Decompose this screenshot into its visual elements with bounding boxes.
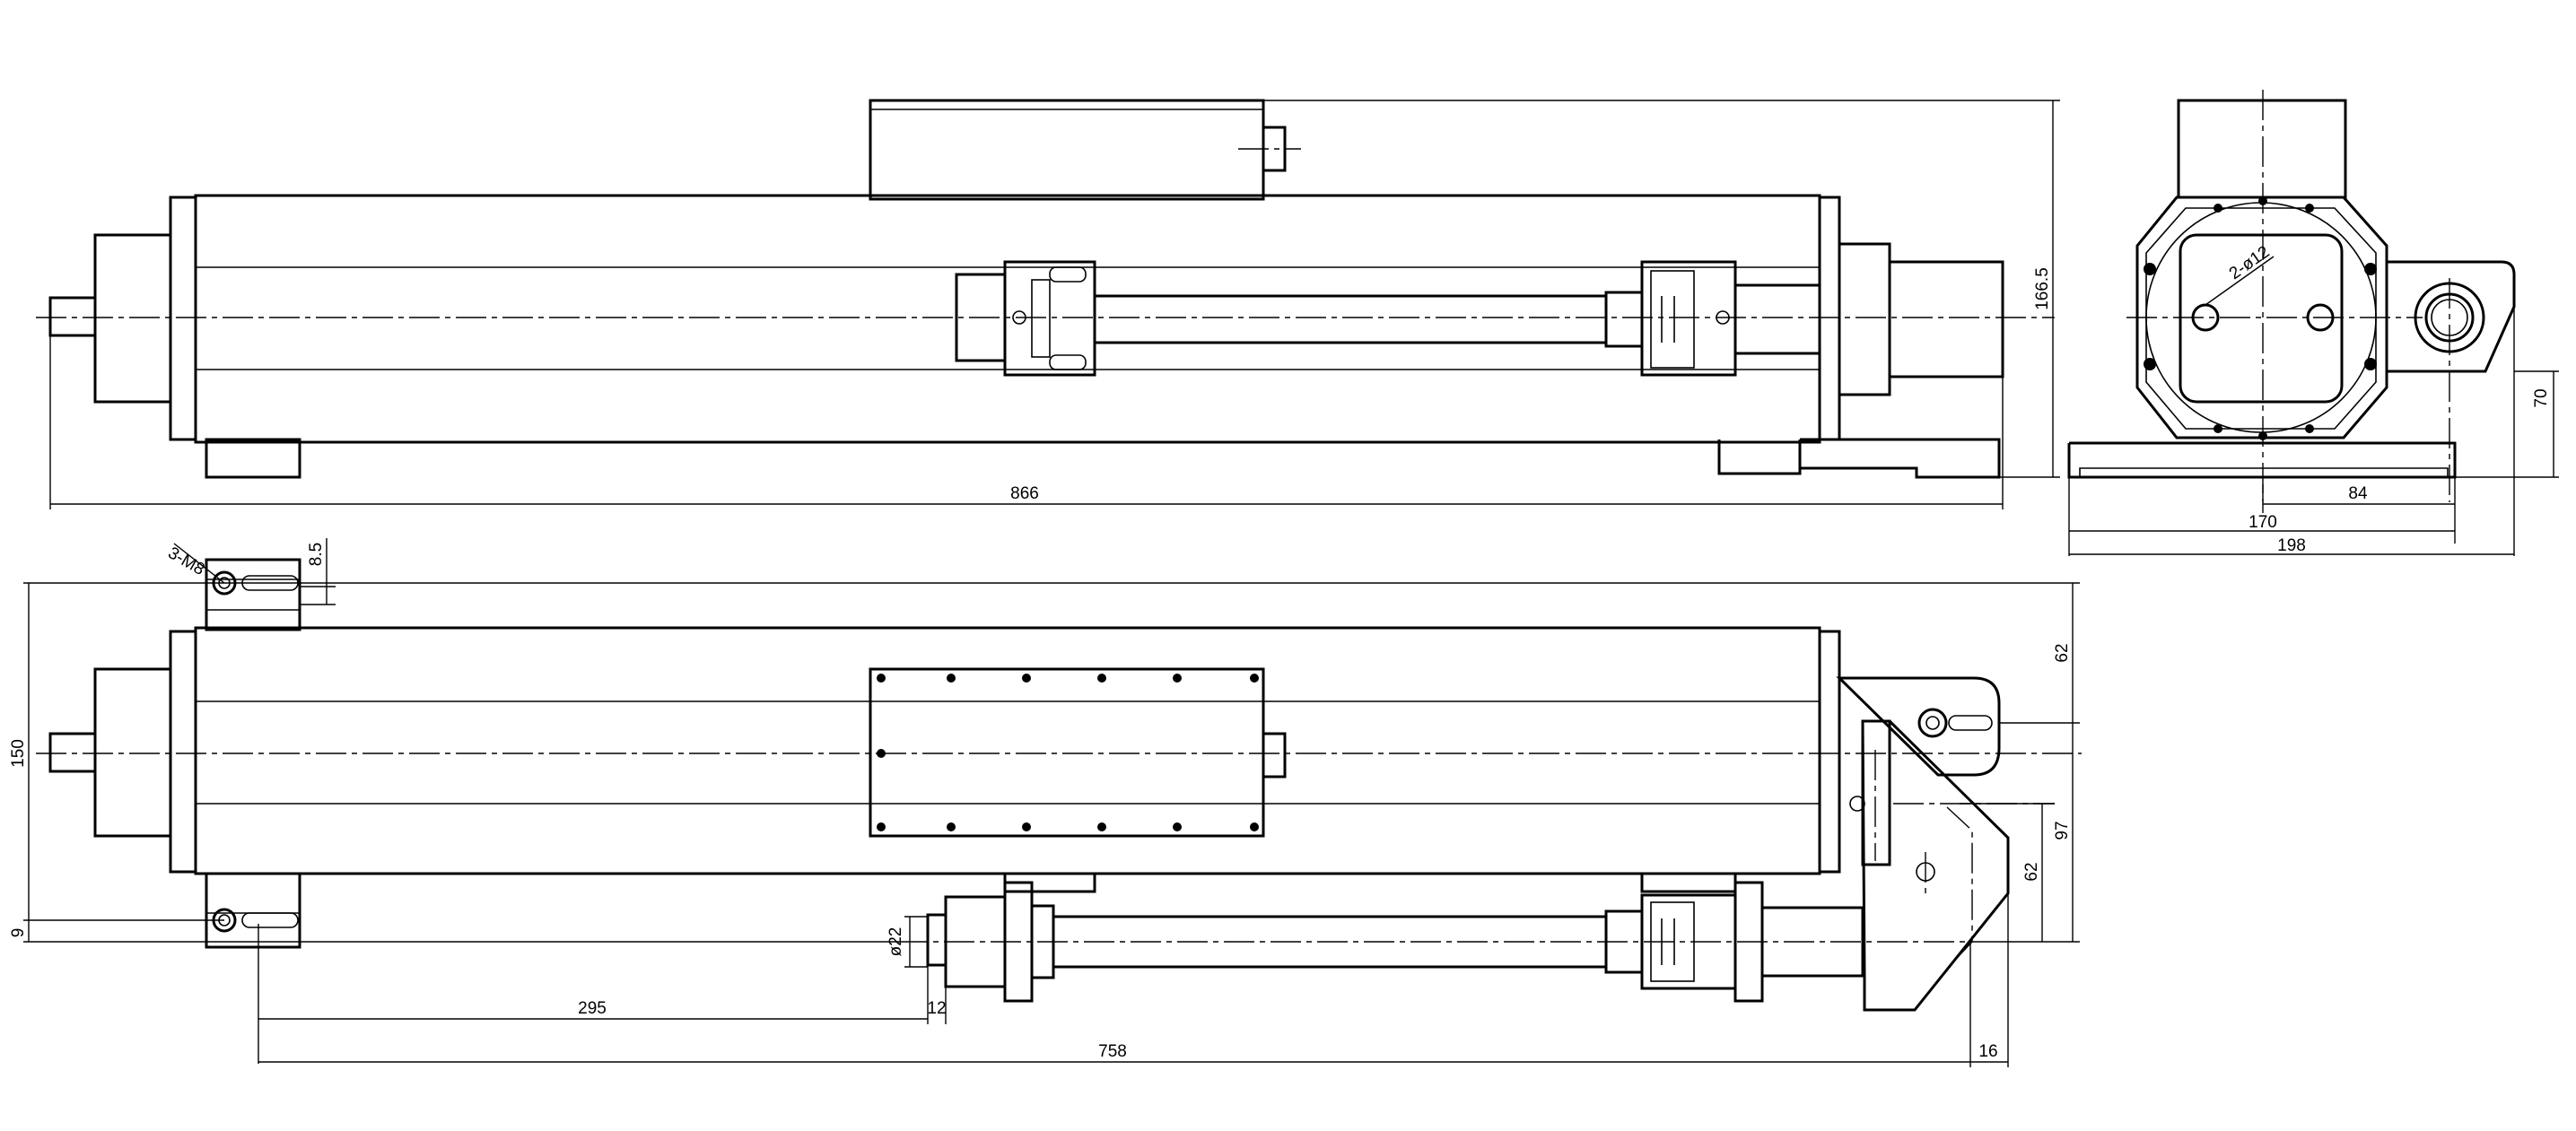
dim-bracket-97: 97 bbox=[2053, 821, 2072, 840]
dim-height-9: 9 bbox=[9, 928, 28, 938]
dim-length-866: 866 bbox=[1010, 484, 1039, 503]
dim-base-170: 170 bbox=[2249, 513, 2277, 532]
dim-mount-holes-3-m8: 3-M8 bbox=[165, 544, 208, 579]
dim-offset-70: 70 bbox=[2532, 388, 2551, 407]
dim-height-166-5: 166.5 bbox=[2033, 267, 2052, 310]
front-view: 3-M8 8.5 150 9 295 12 ø22 758 16 bbox=[9, 538, 2082, 1067]
top-view: 866 166.5 bbox=[36, 99, 2060, 509]
dim-distance-295: 295 bbox=[578, 999, 607, 1018]
dim-offset-16: 16 bbox=[1978, 1042, 1997, 1061]
dim-holes-2-d12: 2-ø12 bbox=[2226, 242, 2274, 283]
dim-width-12: 12 bbox=[927, 999, 946, 1018]
dim-height-150: 150 bbox=[9, 739, 28, 768]
end-view: 2-ø12 70 84 170 198 bbox=[2067, 90, 2559, 556]
dim-distance-758: 758 bbox=[1098, 1042, 1127, 1061]
dim-base-198: 198 bbox=[2277, 536, 2306, 555]
dim-rod-diameter-d22: ø22 bbox=[886, 927, 905, 957]
dim-bracket-62-top: 62 bbox=[2053, 643, 2072, 662]
dim-bracket-62-side: 62 bbox=[2022, 862, 2041, 881]
dim-offset-84: 84 bbox=[2348, 484, 2368, 503]
dim-slot-8-5: 8.5 bbox=[307, 543, 326, 566]
